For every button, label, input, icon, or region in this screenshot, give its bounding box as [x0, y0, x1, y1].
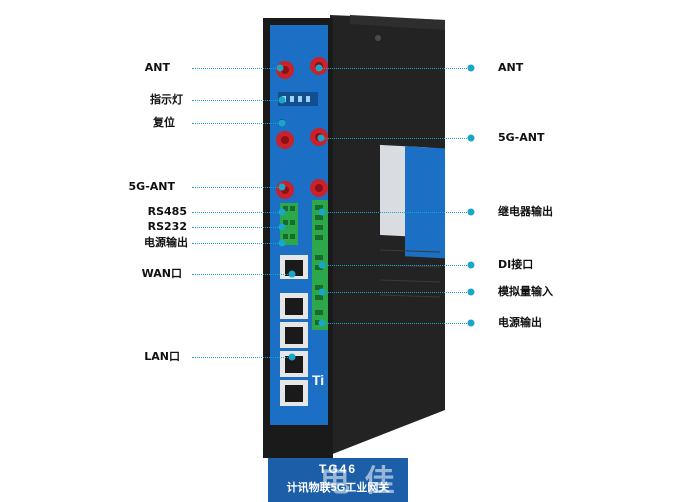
product-name: 计讯物联5G工业网关 [286, 482, 390, 494]
label-analog-input: 模拟量输入 [498, 285, 553, 298]
leader-line [192, 274, 292, 275]
leader-dot [467, 261, 475, 269]
leader-dot [278, 239, 286, 247]
leader-line [192, 243, 282, 244]
label-rs485: RS485 [147, 205, 187, 218]
label-right-power-output: 电源输出 [498, 316, 542, 329]
leader-dot [278, 208, 286, 216]
label-right-5g-ant: 5G-ANT [498, 131, 545, 144]
leader-dot [467, 319, 475, 327]
leader-dot [278, 223, 286, 231]
label-reset: 复位 [153, 116, 175, 129]
leader-line [192, 357, 292, 358]
label-indicator: 指示灯 [150, 93, 183, 106]
leader-line [322, 212, 471, 213]
leader-dot [288, 270, 296, 278]
leader-line [192, 68, 280, 69]
leader-line [319, 68, 471, 69]
leader-line [322, 265, 471, 266]
leader-dot [276, 64, 284, 72]
label-relay-output: 继电器输出 [498, 205, 553, 218]
leader-line [192, 212, 282, 213]
label-wan: WAN口 [141, 267, 182, 280]
leader-line [192, 123, 282, 124]
leader-dot [278, 119, 286, 127]
label-left-ant: ANT [144, 61, 170, 74]
product-model: TG46 [318, 462, 357, 476]
leader-dot [278, 96, 286, 104]
label-rs232: RS232 [147, 220, 187, 233]
leader-dot [467, 64, 475, 72]
leader-line [322, 292, 471, 293]
leader-line [321, 138, 471, 139]
leader-dot [467, 134, 475, 142]
leader-line [192, 100, 282, 101]
product-caption: TG46 计讯物联5G工业网关 [268, 458, 408, 502]
label-left-power-output: 电源输出 [144, 236, 188, 249]
leader-dot [467, 208, 475, 216]
label-left-5g-ant: 5G-ANT [128, 180, 175, 193]
leader-dot [278, 183, 286, 191]
label-right-ant: ANT [498, 61, 524, 74]
leader-dot [467, 288, 475, 296]
leader-line [192, 187, 282, 188]
leader-dot [288, 353, 296, 361]
device-logo: Ti [312, 372, 324, 388]
ethernet-ports [280, 255, 308, 406]
label-lan: LAN口 [144, 350, 180, 363]
leader-line [192, 227, 282, 228]
label-di-interface: DI接口 [498, 258, 534, 271]
leader-line [322, 323, 471, 324]
